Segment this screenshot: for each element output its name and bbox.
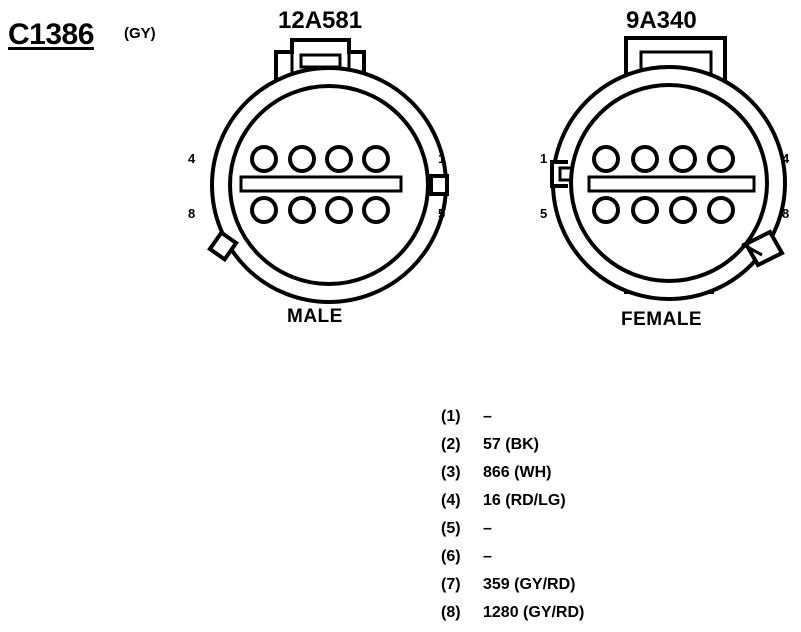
pinout-row: (4) 16 (RD/LG) [441, 487, 584, 515]
female-pin-label-top-left: 1 [540, 151, 548, 166]
male-pin [362, 145, 390, 173]
pin-number: (6) [441, 548, 461, 565]
male-pin [325, 145, 353, 173]
pinout-row: (5) – [441, 515, 584, 543]
female-pin-label-bottom-right: 8 [782, 206, 790, 221]
pin-circuit: 57 (BK) [483, 436, 540, 453]
pin-number: (4) [441, 492, 461, 509]
male-pin-label-bottom-right: 5 [438, 206, 446, 221]
pin-number: (5) [441, 520, 461, 537]
male-pin-label-bottom-left: 8 [188, 206, 196, 221]
pin-circuit: 16 (RD/LG) [483, 492, 566, 509]
pin-circuit: 1280 (GY/RD) [483, 604, 585, 621]
pin-circuit: – [483, 548, 492, 565]
pinout-row: (6) – [441, 543, 584, 571]
pin-circuit: – [483, 408, 492, 425]
female-part-number: 9A340 [626, 7, 697, 34]
pinout-list: (1) – (2) 57 (BK) (3) 866 (WH) (4) 16 (R… [441, 403, 584, 627]
male-part-number: 12A581 [278, 7, 363, 34]
male-pin-label-top-right: 1 [438, 151, 446, 166]
pin-number: (3) [441, 464, 461, 481]
male-center-bar [239, 175, 403, 193]
male-pin [325, 196, 353, 224]
male-pin-label-top-left: 4 [188, 151, 196, 166]
pinout-row: (8) 1280 (GY/RD) [441, 599, 584, 627]
pin-circuit: 866 (WH) [483, 464, 552, 481]
female-pin-label-top-right: 4 [782, 151, 790, 166]
male-pin [288, 196, 316, 224]
connector-color-code: (GY) [124, 25, 156, 42]
pin-number: (8) [441, 604, 461, 621]
male-label: MALE [287, 306, 343, 327]
male-pin [250, 196, 278, 224]
male-pin [362, 196, 390, 224]
pinout-row: (7) 359 (GY/RD) [441, 571, 584, 599]
female-pin-label-bottom-left: 5 [540, 206, 548, 221]
pin-number: (2) [441, 436, 461, 453]
pinout-row: (1) – [441, 403, 584, 431]
male-pin [288, 145, 316, 173]
pin-circuit: – [483, 520, 492, 537]
pin-circuit: 359 (GY/RD) [483, 576, 576, 593]
male-pin [250, 145, 278, 173]
pin-number: (1) [441, 408, 461, 425]
female-label: FEMALE [621, 309, 703, 330]
pin-number: (7) [441, 576, 461, 593]
female-connector-drawing [550, 36, 787, 301]
male-connector-drawing [207, 38, 449, 304]
pinout-row: (2) 57 (BK) [441, 431, 584, 459]
pinout-row: (3) 866 (WH) [441, 459, 584, 487]
connector-id: C1386 [8, 18, 94, 51]
